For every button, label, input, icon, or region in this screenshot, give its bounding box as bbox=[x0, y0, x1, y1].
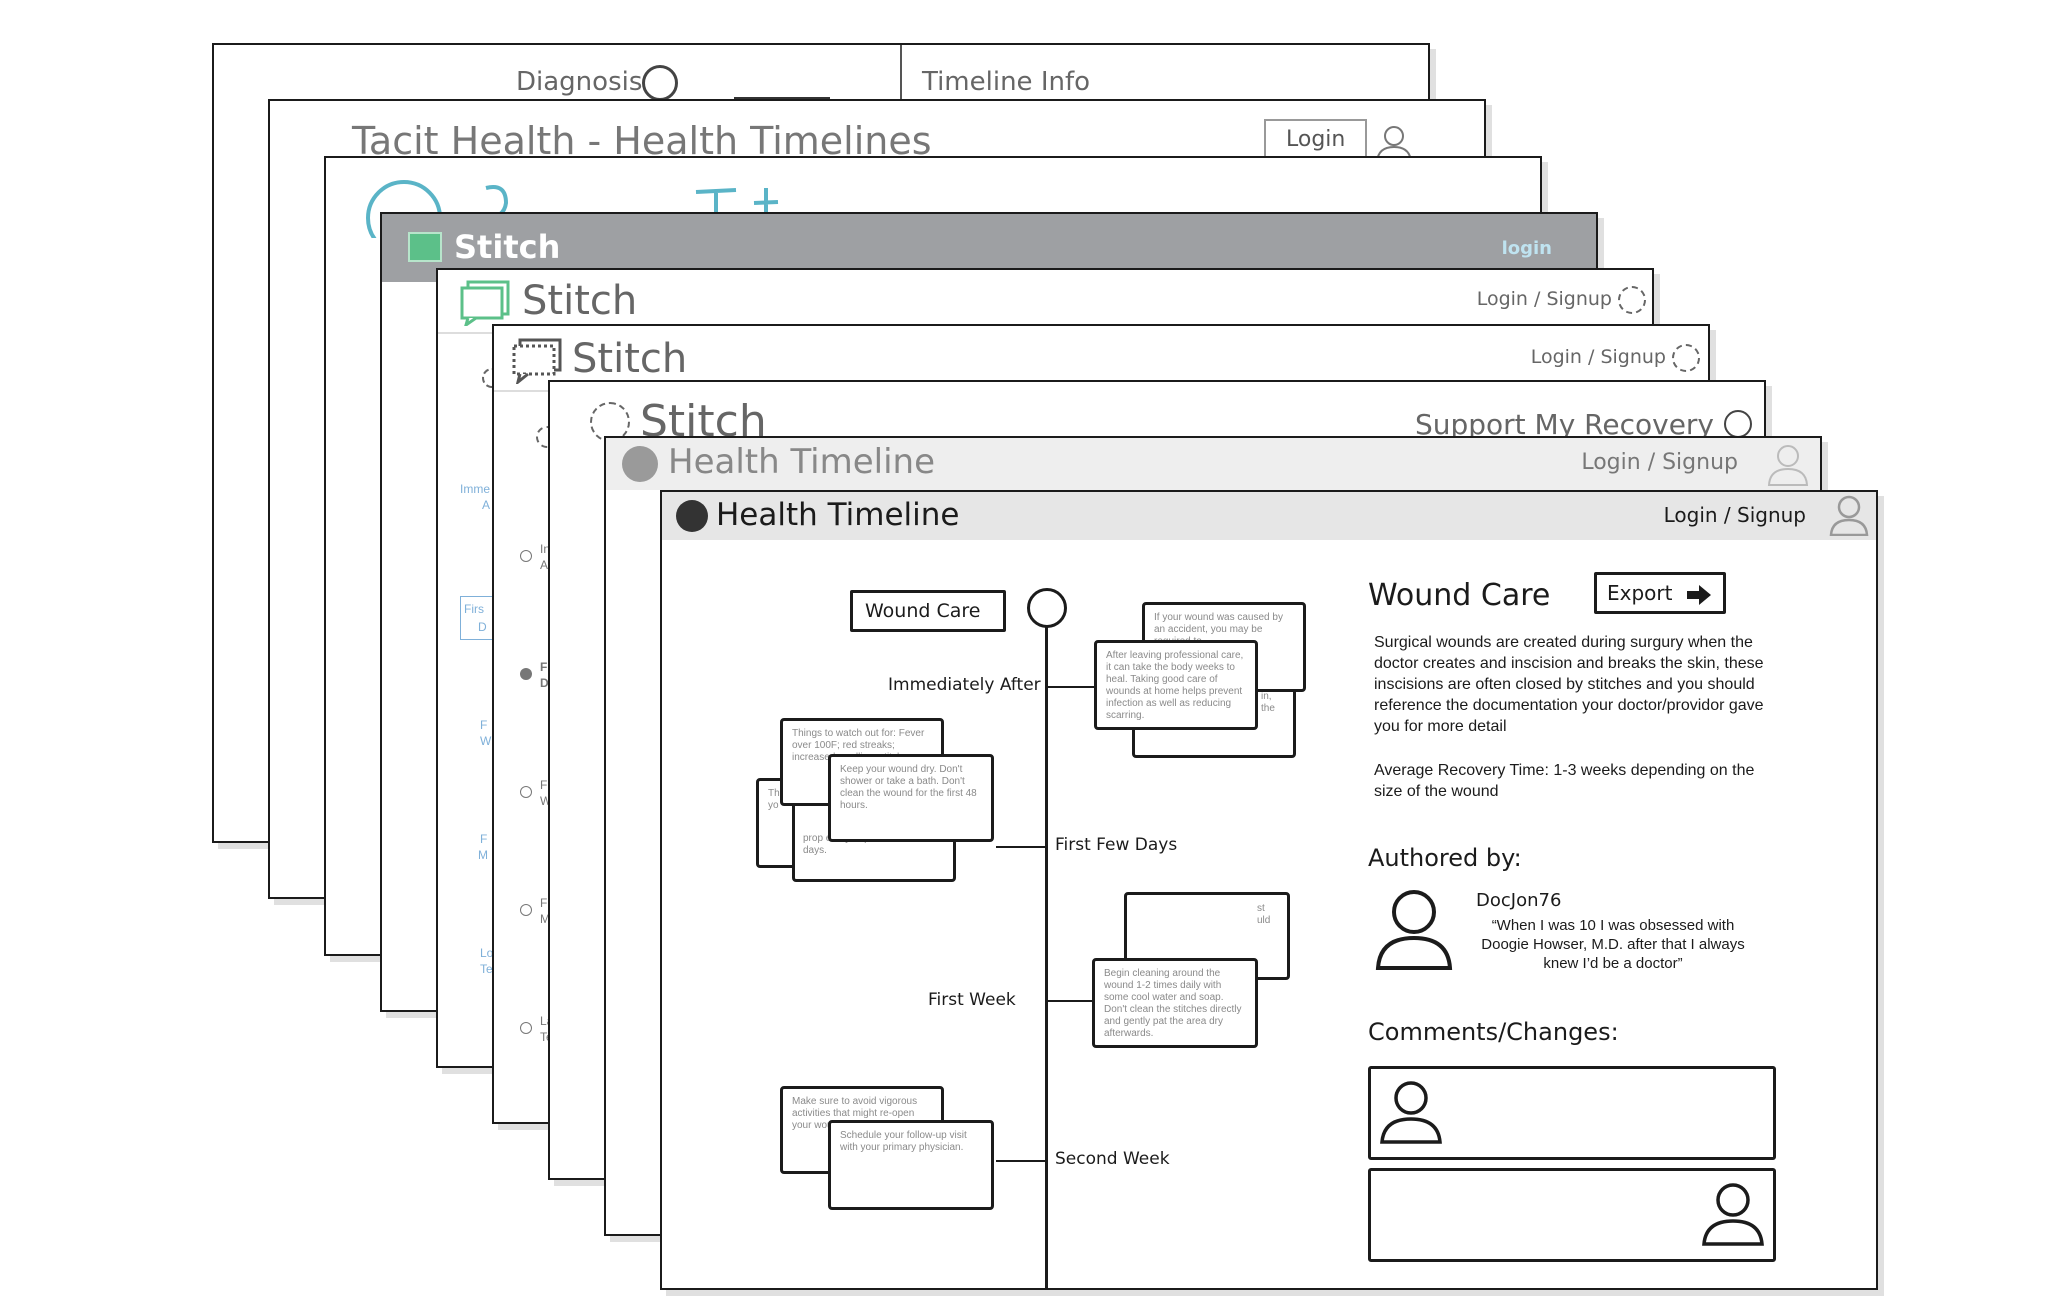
user-icon[interactable] bbox=[1828, 494, 1870, 537]
commenter-avatar-icon bbox=[1380, 1081, 1442, 1144]
sidebar-item-label: W bbox=[480, 734, 492, 748]
arrow-right-icon bbox=[1687, 585, 1711, 605]
export-button[interactable]: Export bbox=[1594, 572, 1726, 614]
sidebar-item-label: A bbox=[482, 498, 491, 512]
login-button[interactable]: Login bbox=[1264, 119, 1368, 160]
avatar-placeholder-icon[interactable] bbox=[1618, 286, 1646, 314]
chat-logo-icon bbox=[458, 278, 514, 329]
wound-care-start-button[interactable]: Wound Care bbox=[850, 590, 1006, 632]
sidebar-item-label: D bbox=[540, 676, 549, 690]
sidebar-item-label: W bbox=[540, 794, 552, 808]
page-title: Health Timeline bbox=[668, 442, 936, 482]
radio-empty-icon[interactable] bbox=[520, 904, 532, 916]
stage-connector bbox=[996, 1160, 1046, 1162]
logo-icon bbox=[622, 446, 658, 482]
radio-empty-icon[interactable] bbox=[520, 1022, 532, 1034]
main-mockup: Health Timeline Login / Signup Wound Car… bbox=[660, 490, 1878, 1290]
tip-card-text: Keep your wound dry. Don't shower or tak… bbox=[840, 764, 977, 811]
chat-logo-icon bbox=[510, 336, 566, 386]
diagnosis-label: Diagnosis bbox=[516, 67, 643, 97]
detail-title: Wound Care bbox=[1368, 578, 1551, 613]
author-avatar-icon[interactable] bbox=[1374, 888, 1454, 972]
radio-filled-icon[interactable] bbox=[520, 668, 532, 680]
circle-icon bbox=[642, 65, 678, 101]
comment-box[interactable] bbox=[1368, 1168, 1776, 1262]
diagnosis-underline bbox=[734, 97, 830, 100]
stage-connector bbox=[1045, 686, 1105, 688]
login-link[interactable]: login bbox=[1501, 238, 1552, 259]
login-link[interactable]: Login / Signup bbox=[1476, 288, 1612, 310]
stage-label-first-few-days: First Few Days bbox=[1055, 835, 1178, 855]
sidebar-item-label: Fi bbox=[540, 778, 550, 792]
detail-description: Surgical wounds are created during surgu… bbox=[1374, 634, 1764, 735]
sidebar-item-label: F bbox=[480, 718, 488, 732]
tip-card-text: in, the bbox=[1261, 691, 1275, 714]
brand-name: Stitch bbox=[522, 278, 638, 324]
header-bar: Health Timeline Login / Signup bbox=[662, 492, 1876, 540]
export-button-label: Export bbox=[1607, 581, 1673, 605]
author-name[interactable]: DocJon76 bbox=[1476, 890, 1562, 911]
user-icon[interactable] bbox=[1766, 442, 1810, 486]
sidebar-item-label: In bbox=[540, 542, 551, 556]
sidebar-item-label: Imme bbox=[460, 482, 490, 496]
sidebar-item-label: Lo bbox=[480, 946, 494, 960]
tip-card-text: After leaving professional care, it can … bbox=[1106, 650, 1244, 721]
comment-box[interactable] bbox=[1368, 1066, 1776, 1160]
page-title: Health Timeline bbox=[716, 497, 960, 533]
login-link[interactable]: Login / Signup bbox=[1663, 503, 1806, 527]
sidebar-item-label: F bbox=[480, 832, 488, 846]
timeline-spine bbox=[1045, 612, 1048, 1288]
sidebar-item-label: A bbox=[540, 558, 549, 572]
avatar-placeholder-icon[interactable] bbox=[1672, 344, 1700, 372]
circle-icon[interactable] bbox=[1724, 410, 1752, 438]
tip-card-text: Begin cleaning around the wound 1-2 time… bbox=[1104, 968, 1242, 1039]
comments-heading: Comments/Changes: bbox=[1368, 1018, 1619, 1046]
commenter-avatar-icon bbox=[1702, 1183, 1764, 1246]
login-link[interactable]: Login / Signup bbox=[1530, 346, 1666, 368]
stage-label-second-week: Second Week bbox=[1055, 1149, 1170, 1169]
radio-empty-icon[interactable] bbox=[520, 786, 532, 798]
sidebar-item-label: Te bbox=[480, 962, 493, 976]
app-title: Tacit Health - Health Timelines bbox=[352, 119, 932, 163]
vertical-divider bbox=[900, 45, 902, 105]
tip-card-text: Th wi yo bbox=[768, 788, 792, 811]
authored-heading: Authored by: bbox=[1368, 844, 1522, 872]
sidebar-item-label: Firs bbox=[464, 602, 484, 616]
tip-card[interactable]: After leaving professional care, it can … bbox=[1094, 640, 1258, 730]
brand-name: Stitch bbox=[454, 228, 561, 266]
sidebar-item-label: M bbox=[540, 912, 550, 926]
logo-icon bbox=[408, 232, 442, 262]
timeline-info-label: Timeline Info bbox=[922, 67, 1091, 97]
detail-recovery-time: Average Recovery Time: 1-3 weeks dependi… bbox=[1374, 762, 1755, 800]
login-link[interactable]: Login / Signup bbox=[1581, 450, 1738, 475]
tip-card-text: st uld bbox=[1257, 903, 1271, 926]
stage-label-immediately-after: Immediately After bbox=[888, 675, 1041, 695]
tip-card-text: Schedule your follow-up visit with your … bbox=[840, 1130, 967, 1153]
logo-icon bbox=[676, 500, 708, 532]
stage-connector bbox=[996, 846, 1046, 848]
sidebar-item-label: Fi bbox=[540, 896, 550, 910]
tip-card[interactable]: Schedule your follow-up visit with your … bbox=[828, 1120, 994, 1210]
stage-label-first-week: First Week bbox=[928, 990, 1016, 1010]
sidebar-item-label: M bbox=[478, 848, 488, 862]
stage-connector bbox=[1045, 1000, 1095, 1002]
radio-empty-icon[interactable] bbox=[520, 550, 532, 562]
author-quote: “When I was 10 I was obsessed with Doogi… bbox=[1481, 917, 1745, 972]
tip-card[interactable]: Keep your wound dry. Don't shower or tak… bbox=[828, 754, 994, 842]
brand-name: Stitch bbox=[572, 336, 688, 382]
header-bar: Health Timeline Login / Signup bbox=[606, 438, 1820, 490]
support-link[interactable]: Support My Recovery bbox=[1414, 408, 1714, 441]
sidebar-item-label: Fi bbox=[540, 660, 551, 674]
sidebar-item-label: D bbox=[478, 620, 487, 634]
timeline-start-node[interactable] bbox=[1027, 588, 1067, 628]
tip-card[interactable]: Begin cleaning around the wound 1-2 time… bbox=[1092, 958, 1258, 1048]
